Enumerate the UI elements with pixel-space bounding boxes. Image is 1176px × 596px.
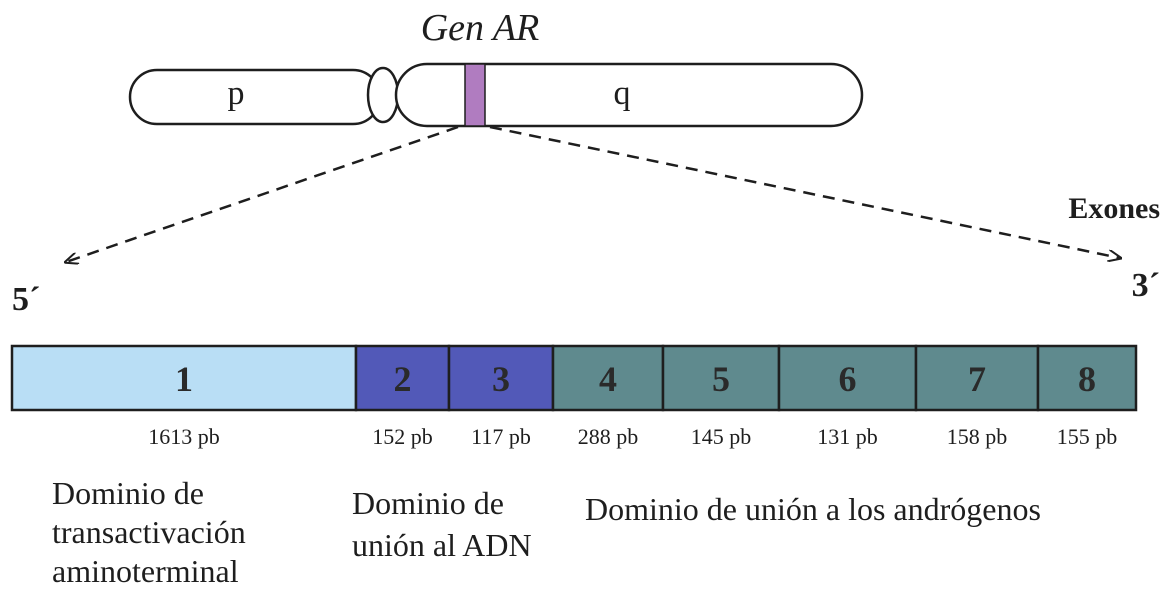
domain-transactivation-line: transactivación [52, 514, 246, 550]
exon-4-size: 288 pb [578, 424, 639, 449]
exon-7-size: 158 pb [947, 424, 1008, 449]
exon-5-segment [661, 344, 781, 412]
exon-2-segment [354, 344, 451, 412]
domain-transactivation-label: Dominio de transactivación aminoterminal [52, 475, 254, 589]
five-prime-label: 5´ [12, 281, 40, 318]
exon-7-number: 7 [968, 359, 986, 399]
exon-3-segment [447, 344, 555, 412]
exon-1-size: 1613 pb [148, 424, 220, 449]
exon-5-number: 5 [712, 359, 730, 399]
exon-bar: 1 1613 pb 2 152 pb 3 117 pb 4 288 pb 5 145 pb 6 131… [10, 344, 1138, 449]
exon-2-size: 152 pb [372, 424, 433, 449]
chromosome-q-arm [394, 62, 864, 128]
centromere [366, 66, 400, 124]
q-arm-label: q [614, 75, 631, 112]
domain-dna-binding-line: unión al ADN [352, 527, 532, 563]
zoom-arrow-left [66, 125, 459, 262]
exon-6-segment [777, 344, 918, 412]
gene-title: Gen AR [421, 7, 540, 49]
domain-transactivation-line: aminoterminal [52, 553, 239, 589]
exon-4-number: 4 [599, 359, 617, 399]
chromosome-p-arm [128, 68, 382, 126]
gene-band [464, 63, 486, 127]
domain-androgen-binding-label: Dominio de unión a los andrógenos [585, 491, 1041, 527]
exons-label: Exones [1068, 192, 1160, 225]
exon-3-number: 3 [492, 359, 510, 399]
domain-dna-binding-line: Dominio de [352, 485, 504, 521]
exon-2-number: 2 [394, 359, 412, 399]
chromosome: p q [128, 62, 864, 128]
domain-transactivation-line: Dominio de [52, 475, 204, 511]
exon-4-segment [551, 344, 665, 412]
p-arm-label: p [228, 75, 245, 112]
exon-6-size: 131 pb [817, 424, 878, 449]
exon-8-segment [1036, 344, 1138, 412]
three-prime-label: 3´ [1132, 267, 1160, 304]
exon-1-segment [10, 344, 358, 412]
exon-8-number: 8 [1078, 359, 1096, 399]
exon-1-number: 1 [175, 359, 193, 399]
domain-dna-binding-label: Dominio de unión al ADN [352, 485, 532, 563]
exon-6-number: 6 [839, 359, 857, 399]
exon-8-size: 155 pb [1057, 424, 1118, 449]
exon-3-size: 117 pb [471, 424, 531, 449]
exon-5-size: 145 pb [691, 424, 752, 449]
zoom-arrow-right [489, 125, 1120, 258]
